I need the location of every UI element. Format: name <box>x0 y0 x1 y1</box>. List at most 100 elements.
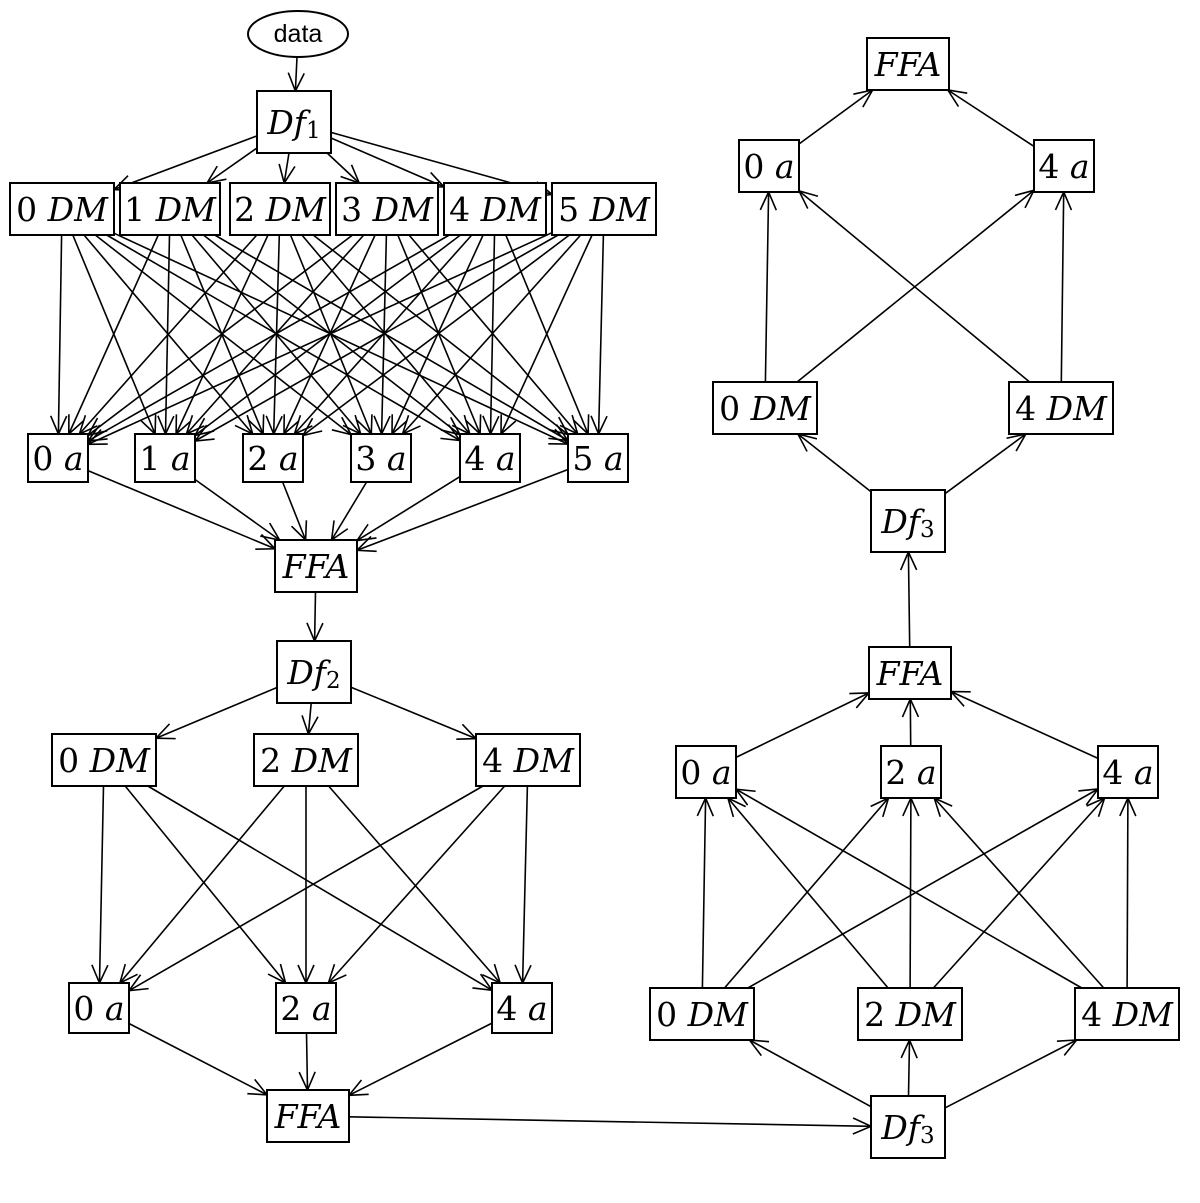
edge-df3b-to-r_dm0 <box>749 1040 872 1108</box>
edge-r_dm0-to-r_a4 <box>747 789 1098 989</box>
node-label: 0 a <box>743 147 794 186</box>
node-label: data <box>274 20 323 48</box>
node-label: 0 DM <box>719 389 812 428</box>
node-label: 1 a <box>139 439 190 478</box>
node-label: 2 a <box>280 989 331 1028</box>
edge-u_dm0-to-u_a0 <box>765 192 768 383</box>
node-r_dm0: 0 DM <box>649 987 755 1041</box>
edge-u_dm0-to-u_a4 <box>796 190 1034 383</box>
node-label: 0 a <box>73 989 124 1028</box>
edge-t_dm1-to-t_a5 <box>214 234 568 441</box>
node-label-part: 1 <box>306 118 321 144</box>
node-label-part: Df <box>266 103 311 142</box>
node-u_dm4: 4 DM <box>1008 381 1114 435</box>
node-u_dm0: 0 DM <box>712 381 818 435</box>
node-box <box>880 745 942 799</box>
edge-df2-to-m_dm2 <box>308 702 311 734</box>
edge-ffa2-to-df3b <box>348 1116 871 1127</box>
node-label: 3 DM <box>341 190 434 229</box>
node-label-part: 0 <box>32 439 64 478</box>
node-label: 4 a <box>464 439 515 478</box>
edge-t_dm2-to-t_a0 <box>79 234 258 434</box>
node-box <box>242 433 304 483</box>
node-box <box>335 182 439 236</box>
node-label-part: 2 <box>885 753 917 792</box>
edge-t_a2-to-ffa1 <box>281 481 306 540</box>
node-label: 4 DM <box>1081 995 1174 1034</box>
node-box <box>567 433 629 483</box>
node-t_a1: 1 a <box>134 433 196 483</box>
edge-t_dm2-to-t_a2 <box>274 234 280 434</box>
edge-t_dm5-to-t_a2 <box>303 234 570 435</box>
edge-t_a0-to-ffa1 <box>87 469 275 549</box>
node-ffa3: FFA <box>868 646 952 700</box>
node-label-part: a <box>105 989 125 1028</box>
node-box <box>443 182 547 236</box>
edge-r_dm0-to-r_a0 <box>702 798 705 989</box>
node-m_dm0: 0 DM <box>51 733 157 787</box>
node-r_a0: 0 a <box>675 745 737 799</box>
node-box <box>738 139 800 193</box>
edge-t_a5-to-ffa1 <box>357 468 569 551</box>
node-label: 2 a <box>247 439 298 478</box>
edge-r_a4-to-ffa3 <box>951 692 1099 760</box>
node-box <box>459 433 521 483</box>
node-t_dm4: 4 DM <box>443 182 547 236</box>
edge-t_dm5-to-t_a3 <box>403 234 582 434</box>
edge-u_dm4-to-u_a4 <box>1061 192 1063 383</box>
node-label-part: 4 <box>482 741 514 780</box>
node-label-part: FFA <box>282 547 350 586</box>
node-label: 4 DM <box>482 741 575 780</box>
node-t_dm2: 2 DM <box>229 182 331 236</box>
node-t_a5: 5 a <box>567 433 629 483</box>
edge-t_dm2-to-t_a5 <box>312 234 568 435</box>
edge-df1-to-t_dm0 <box>114 135 258 190</box>
edge-t_dm0-to-t_a3 <box>94 234 351 435</box>
node-label: Df3 <box>880 1108 934 1150</box>
node-label-part: DM <box>480 190 542 229</box>
edge-t_dm5-to-t_a5 <box>599 234 604 434</box>
node-box <box>266 1089 350 1143</box>
node-label-part: FFA <box>274 1097 342 1136</box>
node-label: Df2 <box>286 653 340 695</box>
node-label: Df3 <box>880 502 934 544</box>
node-label-part: DM <box>291 741 353 780</box>
node-label-part: a <box>775 147 795 186</box>
node-label-part: 4 <box>1102 753 1134 792</box>
node-label-part: data <box>274 20 323 48</box>
node-label: 4 a <box>1038 147 1089 186</box>
edge-r_a0-to-ffa3 <box>735 693 869 759</box>
node-label: FFA <box>274 1097 342 1136</box>
node-label-part: a <box>528 989 548 1028</box>
node-label: 5 DM <box>558 190 651 229</box>
node-label-part: a <box>496 439 516 478</box>
node-ffa1: FFA <box>274 539 358 593</box>
node-label-part: 1 <box>139 439 171 478</box>
node-label-part: Df <box>880 502 925 541</box>
node-t_dm0: 0 DM <box>9 182 115 236</box>
node-label-part: DM <box>589 190 651 229</box>
edge-df1-to-t_dm3 <box>326 152 359 183</box>
node-box <box>256 90 332 154</box>
node-label-part: Df <box>286 653 331 692</box>
node-t_dm3: 3 DM <box>335 182 439 236</box>
node-m_a2: 2 a <box>275 982 337 1034</box>
node-label-part: 0 <box>58 741 90 780</box>
node-label: FFA <box>282 547 350 586</box>
node-label-part: 2 <box>260 741 292 780</box>
node-label-part: a <box>387 439 407 478</box>
node-u_a4: 4 a <box>1033 139 1095 193</box>
node-label: 2 DM <box>864 995 957 1034</box>
node-label-part: a <box>312 989 332 1028</box>
node-label-part: DM <box>1046 389 1108 428</box>
node-label-part: a <box>279 439 299 478</box>
node-t_a0: 0 a <box>27 433 89 483</box>
node-box <box>9 182 115 236</box>
edge-df3t-to-u_dm4 <box>944 434 1026 495</box>
node-label: FFA <box>874 45 942 84</box>
node-box <box>1008 381 1114 435</box>
node-label: 3 a <box>355 439 406 478</box>
node-label-part: a <box>1070 147 1090 186</box>
node-label-part: FFA <box>874 45 942 84</box>
